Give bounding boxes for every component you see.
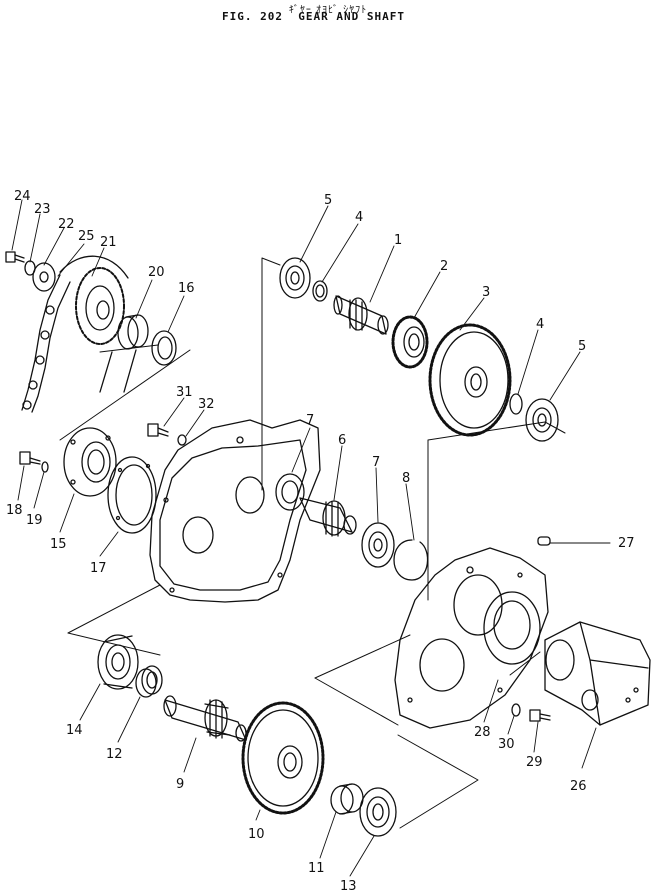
label-18: 18 bbox=[6, 503, 23, 518]
part-22-plate bbox=[32, 262, 56, 292]
label-21: 21 bbox=[100, 235, 117, 250]
label-27: 27 bbox=[618, 536, 635, 551]
part-19-washer bbox=[41, 461, 49, 473]
part-13-bearing bbox=[359, 787, 397, 837]
figure-title: GEAR AND SHAFT bbox=[298, 10, 405, 23]
label-23: 23 bbox=[34, 202, 51, 217]
part-16-seal bbox=[151, 330, 177, 366]
label-28: 28 bbox=[474, 725, 491, 740]
part-6-shaft bbox=[299, 497, 357, 537]
part-15-flange bbox=[63, 427, 117, 497]
part-4-ring-right bbox=[509, 393, 523, 415]
label-30: 30 bbox=[498, 737, 515, 752]
part-17-gasket bbox=[107, 456, 157, 534]
part-2-gear bbox=[391, 315, 429, 369]
label-1: 1 bbox=[394, 233, 402, 248]
part-7-bearing bbox=[361, 522, 395, 568]
assembly-guide-lines bbox=[59, 257, 611, 829]
label-12: 12 bbox=[106, 747, 123, 762]
label-17: 17 bbox=[90, 561, 107, 576]
label-5-right: 5 bbox=[578, 339, 586, 354]
label-11: 11 bbox=[308, 861, 325, 876]
part-29-bolt bbox=[529, 709, 551, 722]
part-32-washer bbox=[177, 434, 187, 446]
part-5-bearing-upper bbox=[279, 257, 311, 299]
label-4-upper: 4 bbox=[355, 210, 363, 225]
part-24-bolt bbox=[5, 251, 25, 263]
japanese-title: ｷﾞﾔｰ ｵﾖﾋﾞ ｼﾔﾌﾄ bbox=[288, 5, 368, 16]
label-7-left: 7 bbox=[306, 413, 314, 428]
part-18-bolt bbox=[19, 451, 41, 465]
part-30-washer bbox=[511, 703, 521, 717]
label-19: 19 bbox=[26, 513, 43, 528]
part-28-gasket bbox=[483, 591, 541, 665]
label-26: 26 bbox=[570, 779, 587, 794]
part-12-spacer bbox=[135, 665, 163, 698]
part-9-shaft bbox=[163, 695, 247, 742]
label-9: 9 bbox=[176, 777, 184, 792]
label-3: 3 bbox=[482, 285, 490, 300]
label-8: 8 bbox=[402, 471, 410, 486]
part-3-gear bbox=[428, 323, 512, 437]
label-13: 13 bbox=[340, 879, 357, 894]
part-26-motor bbox=[544, 621, 651, 726]
part-labels: 24 23 22 25 21 20 16 5 4 1 2 3 4 5 31 32… bbox=[6, 189, 635, 894]
figure-caption: FIG. 202 GEAR AND SHAFT bbox=[222, 10, 405, 23]
label-31: 31 bbox=[176, 385, 193, 400]
part-11-sleeve bbox=[330, 783, 364, 815]
part-31-bolt bbox=[147, 423, 169, 437]
label-4-right: 4 bbox=[536, 317, 544, 332]
label-24: 24 bbox=[14, 189, 31, 204]
part-10-gear bbox=[241, 701, 325, 815]
label-14: 14 bbox=[66, 723, 83, 738]
part-1-shaft bbox=[333, 295, 389, 335]
housing-left-case bbox=[149, 419, 321, 603]
part-20-collar bbox=[99, 314, 149, 393]
label-22: 22 bbox=[58, 217, 75, 232]
label-5-upper: 5 bbox=[324, 193, 332, 208]
part-25-chain bbox=[21, 274, 71, 413]
label-10: 10 bbox=[248, 827, 265, 842]
part-4-ring-upper bbox=[312, 280, 328, 302]
part-5-bearing-right bbox=[525, 398, 559, 442]
part-14-bearing bbox=[97, 634, 139, 690]
label-15: 15 bbox=[50, 537, 67, 552]
label-29: 29 bbox=[526, 755, 543, 770]
label-20: 20 bbox=[148, 265, 165, 280]
label-16: 16 bbox=[178, 281, 195, 296]
label-2: 2 bbox=[440, 259, 448, 274]
part-8-snap-ring bbox=[393, 539, 429, 581]
part-27-key bbox=[537, 536, 551, 546]
figure-number: FIG. 202 bbox=[222, 10, 283, 23]
housing-right-case bbox=[394, 547, 549, 729]
label-6: 6 bbox=[338, 433, 346, 448]
label-32: 32 bbox=[198, 397, 215, 412]
label-25: 25 bbox=[78, 229, 95, 244]
leader-lines bbox=[11, 199, 597, 877]
label-7-right: 7 bbox=[372, 455, 380, 470]
